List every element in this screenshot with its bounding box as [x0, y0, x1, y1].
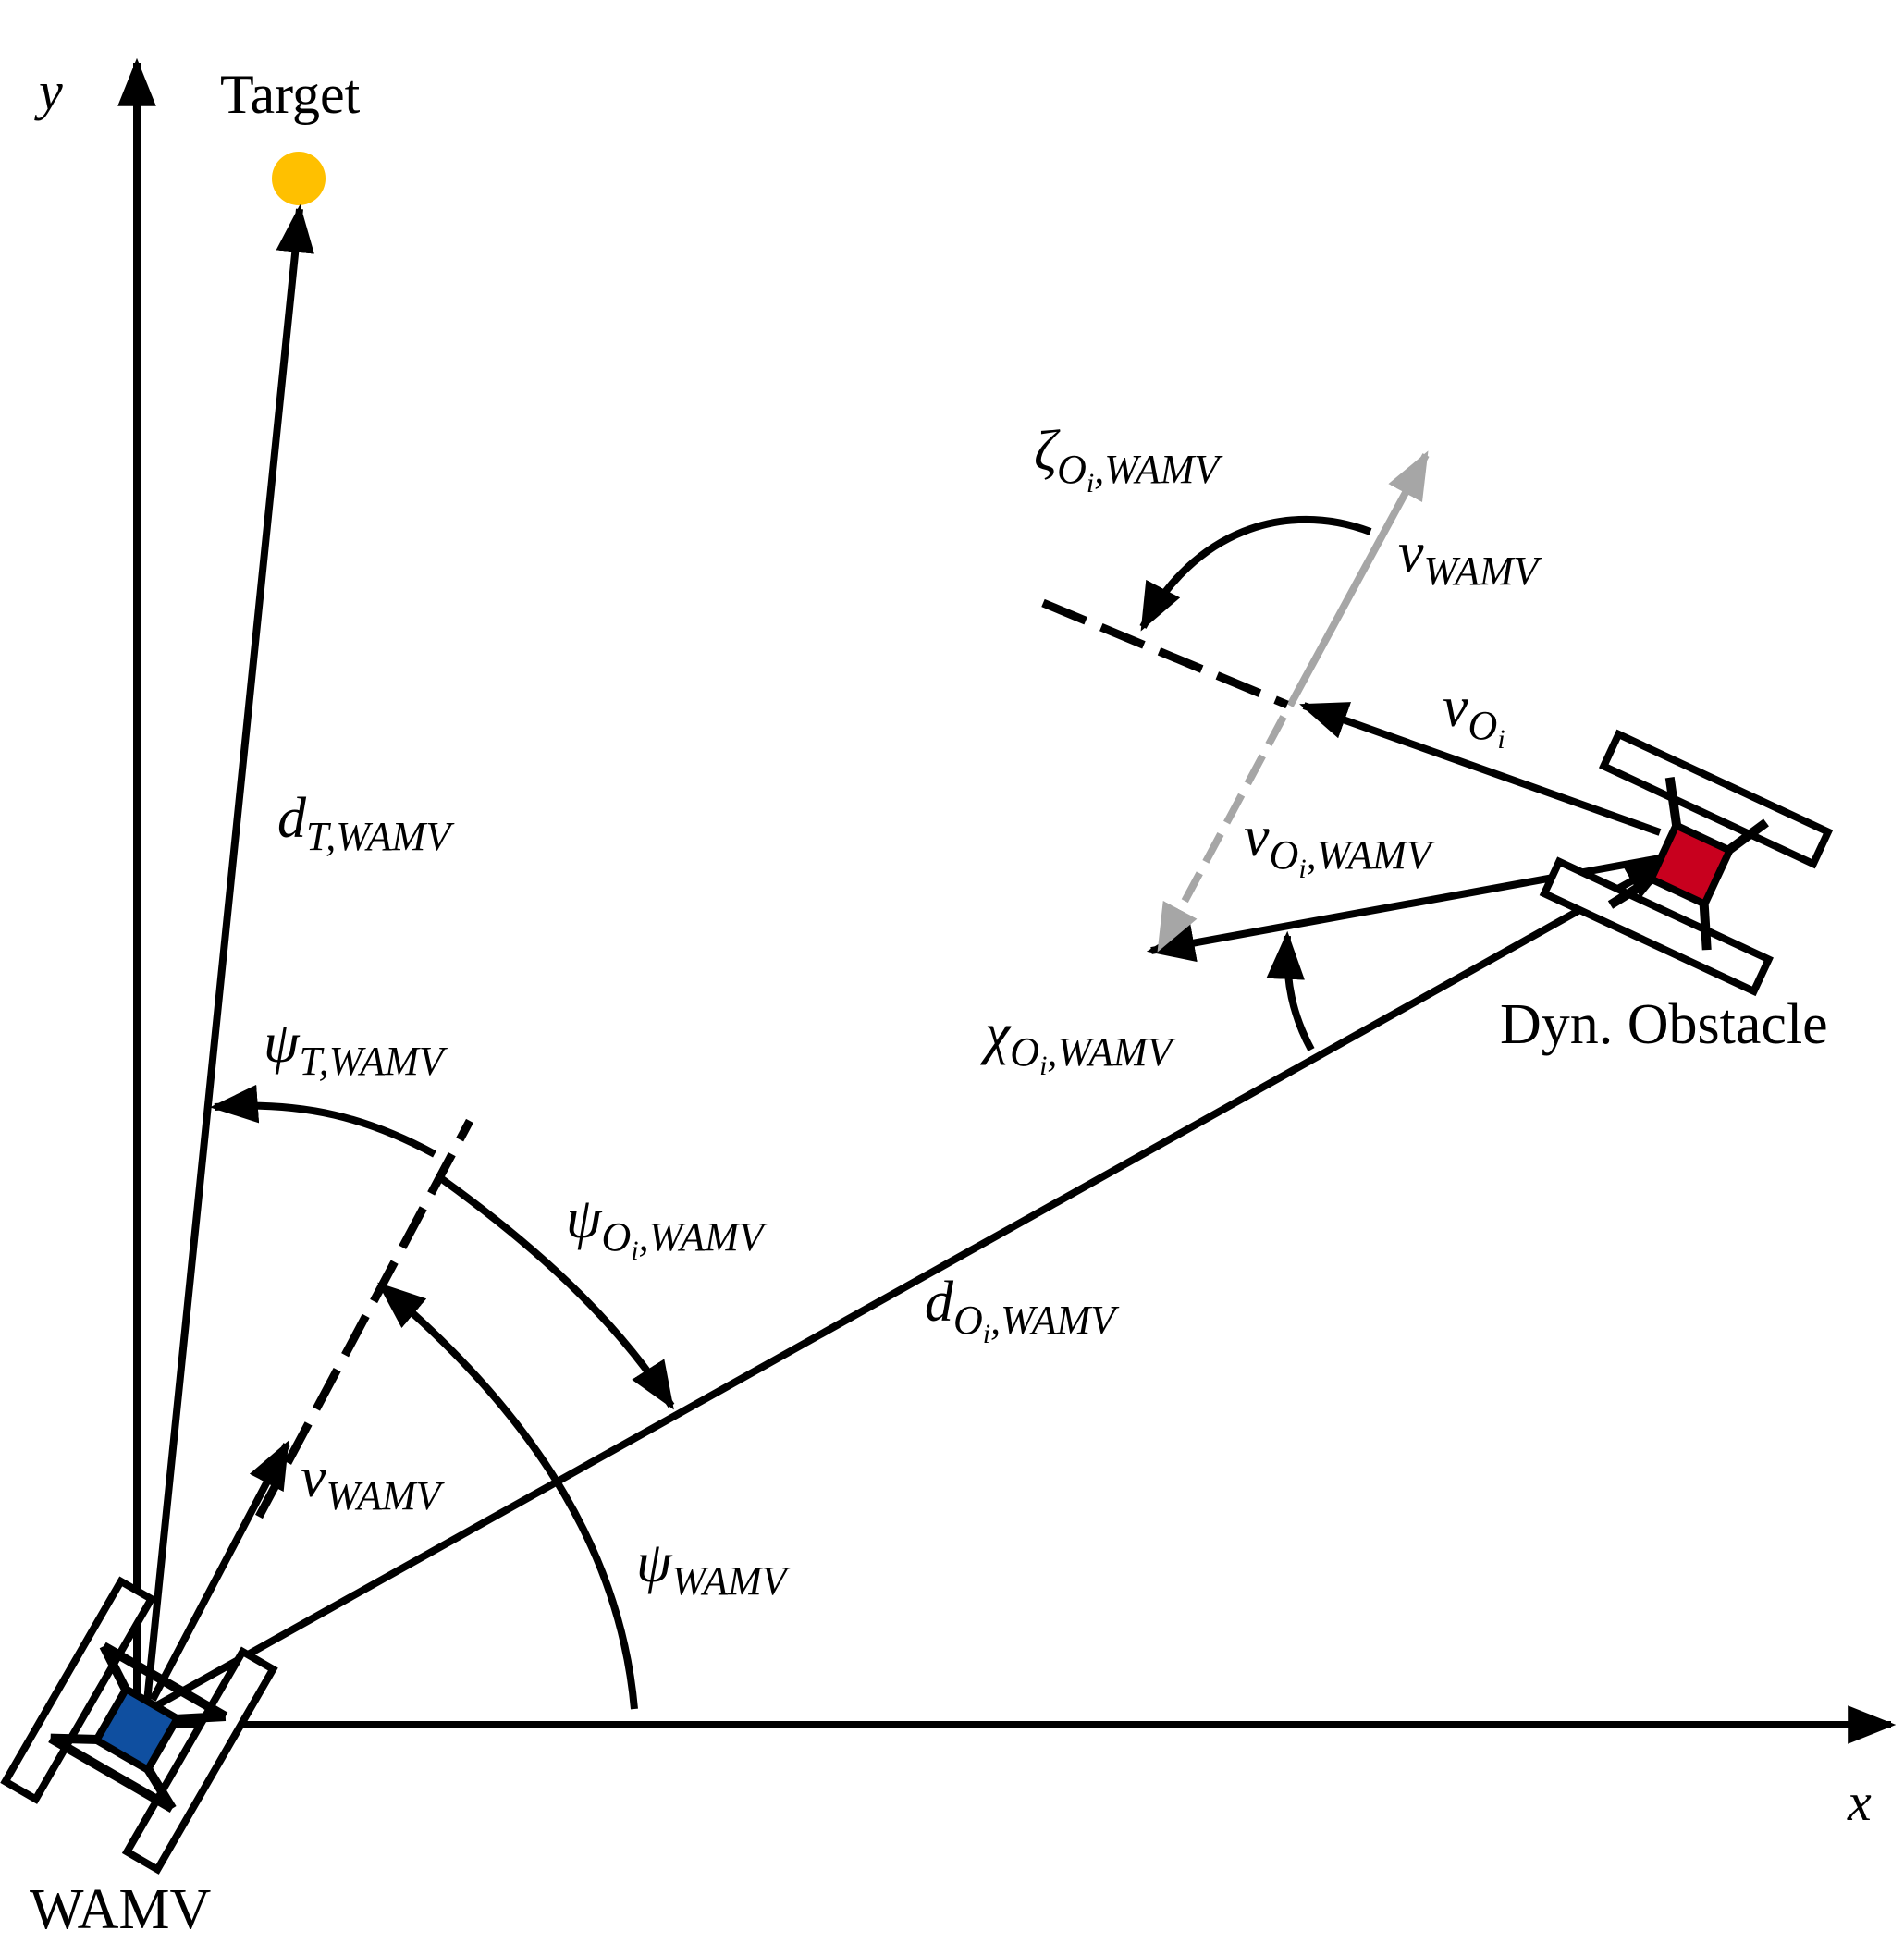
v-obstacle-label: vOi	[1443, 676, 1505, 755]
wamv-right-hull	[121, 1646, 278, 1875]
wamv-body	[91, 1683, 183, 1776]
wamv-label: WAMV	[30, 1878, 212, 1941]
obstacle-right-hull	[1598, 729, 1834, 869]
wamv-strut	[142, 1765, 177, 1812]
d-obstacle-wamv-label: dOi,WAMV	[925, 1271, 1120, 1349]
obstacle-reference-dashed-line	[1041, 598, 1289, 709]
obstacle-velocity-arrow	[1299, 702, 1662, 836]
obstacle-vessel	[1539, 729, 1834, 997]
wamv-strut	[99, 1643, 131, 1694]
psi-obstacle-wamv-label: ψOi,WAMV	[566, 1187, 768, 1266]
psi-obstacle-wamv-arc	[439, 1175, 675, 1410]
obstacle-strut	[1607, 874, 1656, 909]
psi-wamv-arc	[377, 1282, 638, 1710]
wamv-strut	[48, 1734, 175, 1813]
obstacle-strut	[1699, 901, 1712, 951]
target-distance-arrow	[142, 203, 314, 1712]
psi-target-wamv-arc	[209, 1084, 436, 1158]
wamv-heading-dashed-line	[255, 1118, 473, 1519]
x-axis-label: x	[1847, 1772, 1872, 1832]
dyn-obstacle-label: Dyn. Obstacle	[1500, 993, 1828, 1056]
target-label: Target	[220, 64, 361, 125]
obstacle-body	[1646, 820, 1735, 909]
chi-arc	[1266, 930, 1315, 1051]
wamv-vessel	[0, 1576, 278, 1875]
obstacle-distance-arrow	[154, 856, 1674, 1710]
wamv-velocity-arrow	[149, 1440, 290, 1702]
v-wamv-label: vWAMV	[301, 1446, 446, 1519]
obstacle-strut	[1664, 777, 1682, 829]
wamv-strut	[101, 1642, 228, 1721]
obstacle-strut	[1724, 818, 1769, 855]
psi-wamv-label: ψWAMV	[636, 1531, 792, 1604]
zeta-arc	[1139, 515, 1372, 632]
v-wamv-relative-label: vWAMV	[1398, 522, 1543, 594]
target-dot	[272, 152, 326, 205]
wamv-left-hull	[0, 1576, 157, 1804]
obstacle-left-hull	[1539, 856, 1774, 997]
d-target-wamv-label: dT,WAMV	[277, 787, 455, 859]
wamv-strut	[174, 1712, 227, 1725]
zeta-obstacle-wamv-label: ζOi,WAMV	[1034, 420, 1223, 498]
psi-target-wamv-label: ψT,WAMV	[264, 1012, 448, 1084]
wamv-velocity-gray-solid	[1286, 450, 1430, 707]
wamv-strut	[50, 1733, 100, 1744]
y-axis-label: y	[34, 61, 63, 121]
chi-obstacle-wamv-label: χOi,WAMV	[980, 1002, 1177, 1081]
v-obstacle-wamv-label: vOi,WAMV	[1244, 805, 1436, 884]
